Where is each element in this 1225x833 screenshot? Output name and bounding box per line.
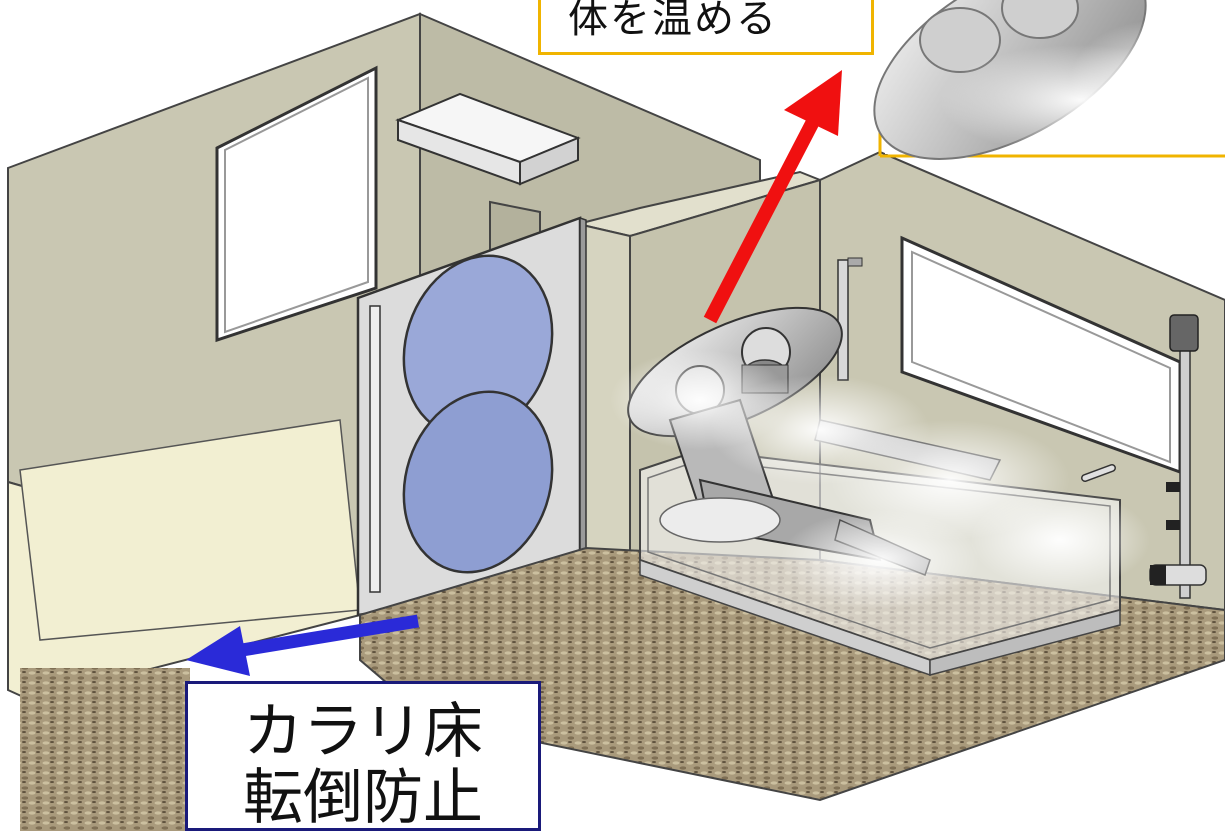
floor-label-line1: カラリ床 xyxy=(243,697,483,767)
window-left-frame xyxy=(224,76,369,334)
red-arrow xyxy=(703,70,842,324)
top-callout-box xyxy=(538,0,874,55)
nozzle-closeup-callout xyxy=(873,0,1225,160)
window-right-frame xyxy=(911,250,1171,464)
door-window-lower xyxy=(402,390,554,574)
grab-bar-vertical xyxy=(837,259,849,381)
carpet-texture-inset xyxy=(20,668,190,831)
shower-pole xyxy=(1179,337,1191,599)
floor-label-box: カラリ床 転倒防止 xyxy=(185,681,541,831)
blue-arrow xyxy=(186,614,420,676)
window-left xyxy=(215,65,378,343)
door-handle xyxy=(369,305,381,593)
steam-effect xyxy=(610,350,1150,610)
sliding-door xyxy=(356,216,587,617)
top-callout-text: 体を温める xyxy=(568,0,778,42)
floor-label-line2: 転倒防止 xyxy=(243,763,483,833)
shower-head-mount xyxy=(1169,314,1199,352)
air-conditioner-side xyxy=(519,136,579,186)
